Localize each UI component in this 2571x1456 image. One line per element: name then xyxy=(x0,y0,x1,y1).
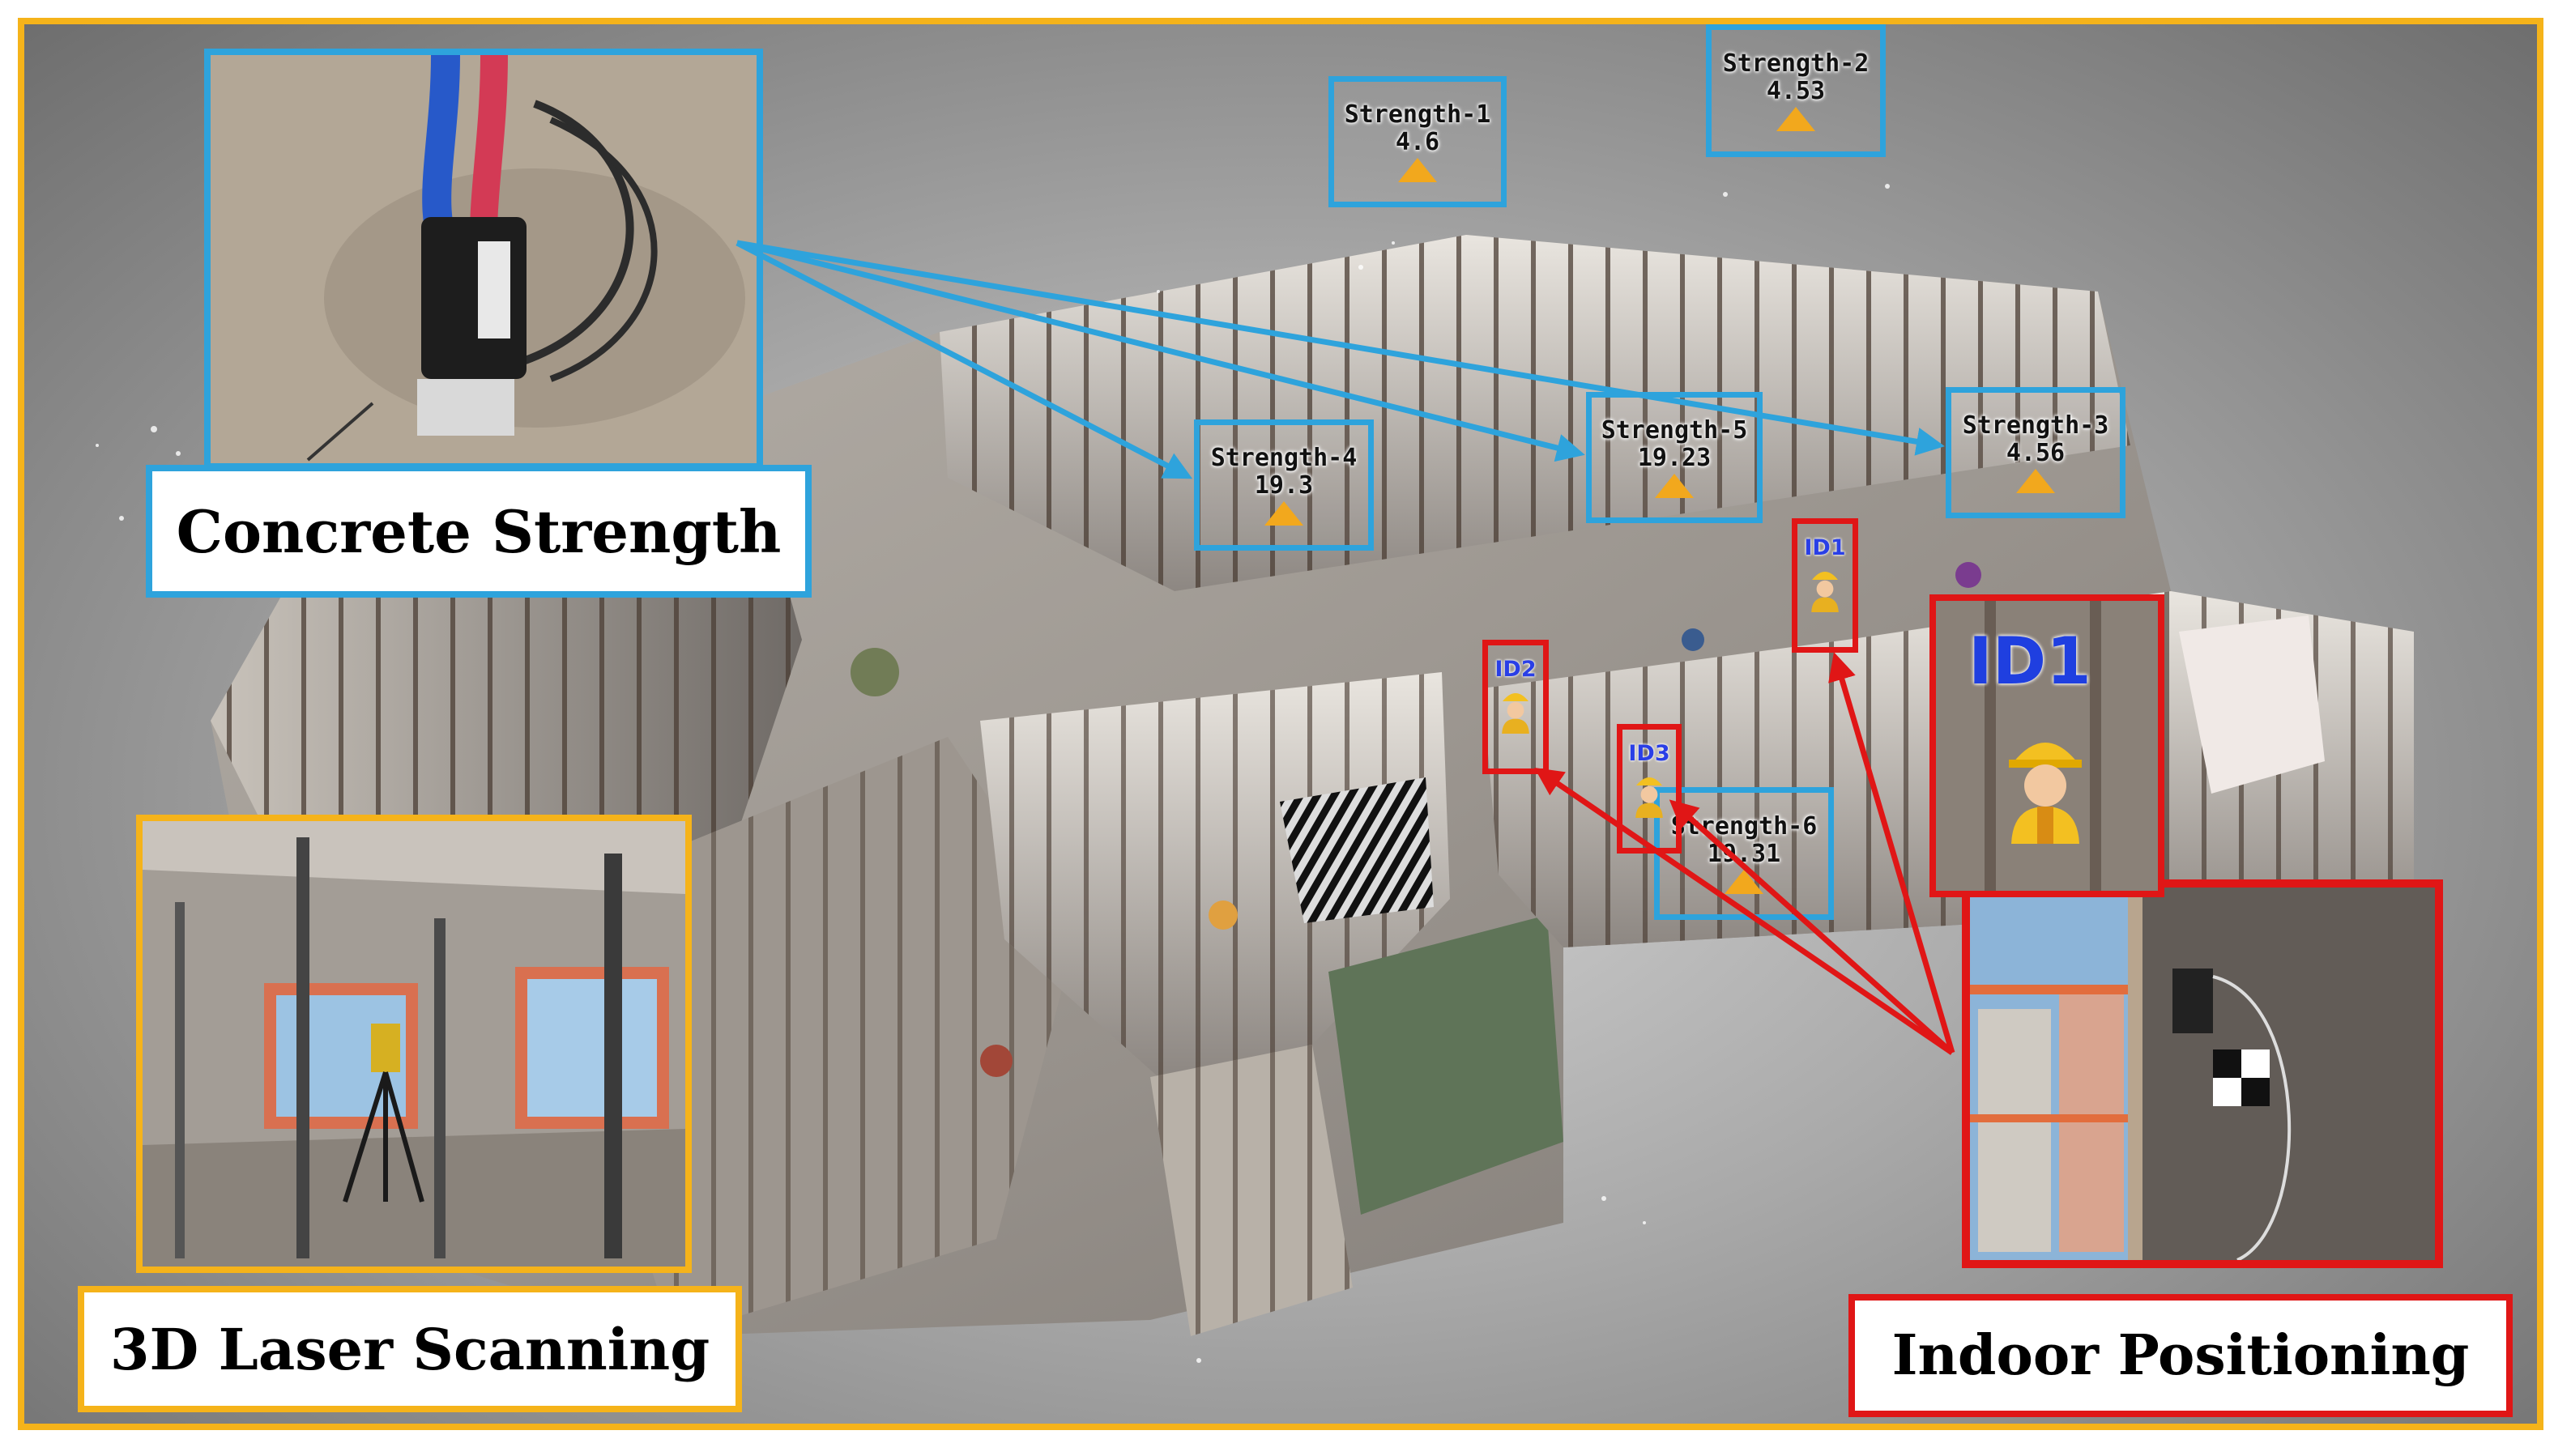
strength-marker-value: 4.53 xyxy=(1766,77,1826,105)
caption-concrete-strength: Concrete Strength xyxy=(146,465,812,598)
strength-marker-value: 19.31 xyxy=(1707,840,1781,868)
figure-frame: ID1 Strength-1 4.6 Strength-2 4.53 Stren… xyxy=(18,18,2543,1430)
marker-triangle-icon xyxy=(2016,469,2055,493)
strength-marker-value: 19.3 xyxy=(1254,471,1314,500)
zoom-id-label: ID1 xyxy=(1968,624,2091,699)
construction-worker-icon xyxy=(2009,743,2082,844)
marker-triangle-icon xyxy=(1725,870,1763,894)
worker-marker-id3[interactable]: ID3 xyxy=(1617,724,1682,854)
strength-marker-label: Strength-4 xyxy=(1210,444,1358,472)
strength-marker-1[interactable]: Strength-1 4.6 xyxy=(1328,76,1507,207)
strength-marker-label: Strength-5 xyxy=(1601,416,1748,445)
laser-scanner-icon xyxy=(143,821,685,1267)
strength-marker-label: Strength-1 xyxy=(1344,100,1491,129)
construction-worker-icon xyxy=(1635,777,1663,818)
positioning-beacon-photo xyxy=(1962,879,2443,1268)
construction-worker-icon xyxy=(1502,693,1529,734)
marker-triangle-icon xyxy=(1776,107,1815,131)
worker-id-label: ID2 xyxy=(1494,657,1537,682)
caption-indoor-positioning: Indoor Positioning xyxy=(1848,1294,2513,1417)
worker-marker-id1[interactable]: ID1 xyxy=(1792,518,1858,653)
worker-id-label: ID3 xyxy=(1628,741,1670,766)
strength-marker-4[interactable]: Strength-4 19.3 xyxy=(1194,419,1374,551)
caption-laser-scanning: 3D Laser Scanning xyxy=(78,1286,742,1412)
strength-marker-3[interactable]: Strength-3 4.56 xyxy=(1946,387,2125,518)
strength-marker-5[interactable]: Strength-5 19.23 xyxy=(1586,392,1763,523)
strength-sensor-icon xyxy=(211,55,757,463)
worker-id-label: ID1 xyxy=(1804,535,1846,560)
positioning-beacon-icon xyxy=(1970,888,2435,1260)
concrete-sensor-photo xyxy=(204,49,763,470)
marker-triangle-icon xyxy=(1264,501,1303,526)
strength-marker-label: Strength-2 xyxy=(1722,49,1870,78)
marker-triangle-icon xyxy=(1655,474,1694,498)
strength-marker-label: Strength-6 xyxy=(1670,812,1818,841)
laser-scanning-photo xyxy=(136,815,692,1273)
strength-marker-label: Strength-3 xyxy=(1962,411,2109,440)
strength-marker-value: 4.6 xyxy=(1395,128,1440,156)
id1-zoom-panel xyxy=(1929,594,2164,897)
construction-worker-icon xyxy=(1811,572,1839,612)
worker-marker-id2[interactable]: ID2 xyxy=(1482,640,1549,774)
marker-triangle-icon xyxy=(1398,158,1437,182)
strength-marker-2[interactable]: Strength-2 4.53 xyxy=(1706,24,1886,157)
strength-marker-value: 19.23 xyxy=(1637,444,1712,472)
strength-marker-value: 4.56 xyxy=(2006,439,2066,467)
